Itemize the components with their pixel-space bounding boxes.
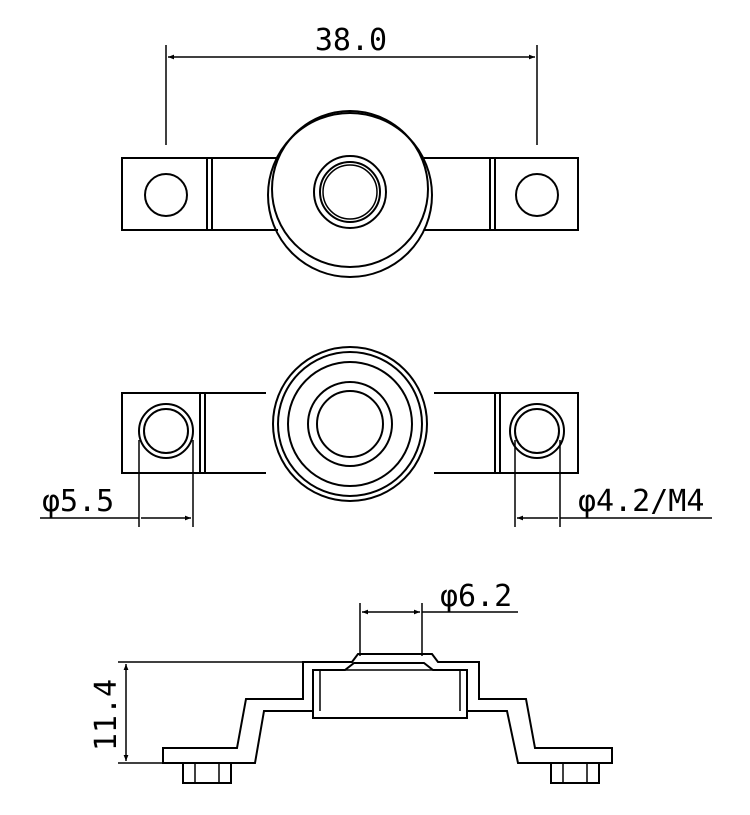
overall-width-label: 38.0 [315, 23, 387, 58]
top-view-hole-left [144, 173, 188, 217]
front-view-bore [316, 390, 384, 458]
side-view-inner-housing [312, 662, 468, 711]
top-view-bore [322, 164, 378, 220]
side-view-nut-right [550, 762, 600, 784]
top-view-flange [121, 157, 579, 231]
nut-left-body [182, 762, 232, 784]
front-view-housing-rim [277, 351, 423, 497]
front-view-seal-ring [287, 361, 413, 487]
top-view-bearing-inner [319, 161, 381, 223]
front-view-bearing-outer [307, 381, 393, 467]
side-view-nut-left [182, 762, 232, 784]
top-view-outer-housing [267, 112, 433, 278]
top-view-housing-rim [271, 110, 429, 268]
front-view-flange [121, 392, 579, 474]
front-view-hole-right-inner [514, 408, 560, 454]
side-view-outer-profile [162, 653, 613, 764]
front-view-hole-left-inner [143, 408, 189, 454]
side-view: φ6.2 11.4 [89, 579, 613, 784]
front-view-hole-left-outer [138, 403, 194, 459]
top-view-bearing-outer [313, 155, 387, 229]
front-view: φ5.5 φ4.2/M4 [40, 346, 712, 527]
bore-label: φ6.2 [440, 579, 512, 614]
top-view-hole-right [515, 173, 559, 217]
height-label: 11.4 [89, 679, 124, 751]
top-view: 38.0 [121, 23, 579, 278]
hole-right-label: φ4.2/M4 [578, 484, 704, 519]
nut-right-body [550, 762, 600, 784]
hole-left-label: φ5.5 [42, 484, 114, 519]
front-view-outer-housing [272, 346, 428, 502]
front-view-hole-right-outer [509, 403, 565, 459]
